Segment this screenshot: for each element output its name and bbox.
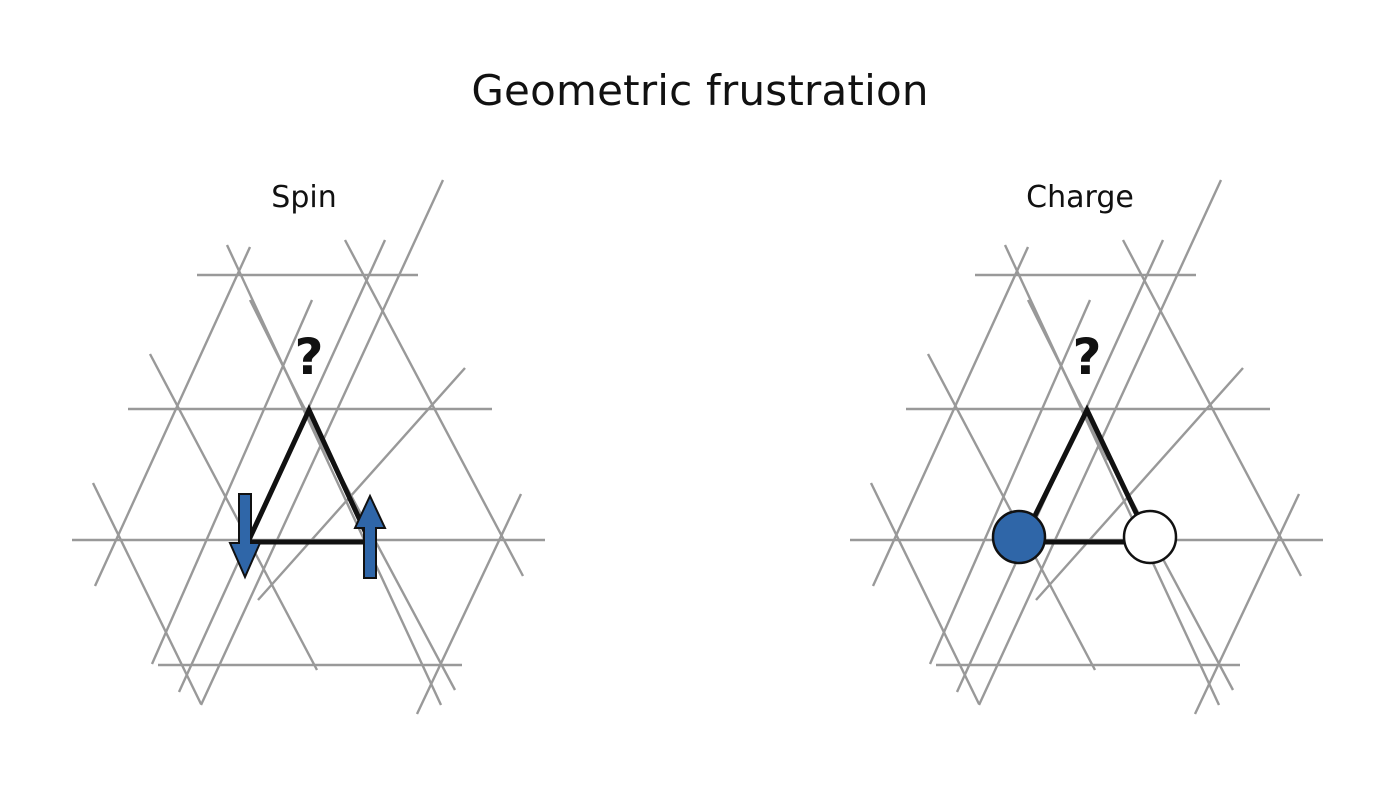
spin-triangle xyxy=(244,404,374,545)
lattice-line xyxy=(1193,493,1301,715)
spin-panel-label: Spin xyxy=(271,180,337,215)
charge-panel-label: Charge xyxy=(1026,180,1134,215)
lattice-line xyxy=(248,299,332,461)
lattice-line xyxy=(1035,367,1244,601)
lattice-line xyxy=(1026,299,1110,461)
spin-down-arrow xyxy=(228,493,262,580)
lattice-line xyxy=(91,482,203,705)
empty-charge-site xyxy=(1122,509,1178,565)
lattice-line xyxy=(1121,239,1303,577)
lattice-line xyxy=(869,482,981,705)
filled-charge-site xyxy=(991,509,1047,565)
charge-question-mark: ? xyxy=(1072,328,1101,386)
lattice-line xyxy=(343,239,525,577)
lattice-line xyxy=(225,244,443,706)
lattice-line xyxy=(928,299,1092,665)
spin-question-mark: ? xyxy=(294,328,323,386)
charge-lattice xyxy=(850,179,1323,715)
lattice-line xyxy=(150,299,314,665)
lattice-line xyxy=(1003,244,1221,706)
spin-panel: ? xyxy=(72,179,545,715)
spin-lattice xyxy=(72,179,545,715)
lattice-line xyxy=(257,367,466,601)
page-title: Geometric frustration xyxy=(471,66,929,115)
lattice-line xyxy=(148,353,319,671)
lattice-line xyxy=(871,246,1030,587)
charge-triangle xyxy=(1017,404,1154,545)
spin-up-arrow xyxy=(353,493,387,579)
lattice-line xyxy=(93,246,252,587)
charge-panel: ? xyxy=(850,179,1323,715)
lattice-line xyxy=(415,493,523,715)
